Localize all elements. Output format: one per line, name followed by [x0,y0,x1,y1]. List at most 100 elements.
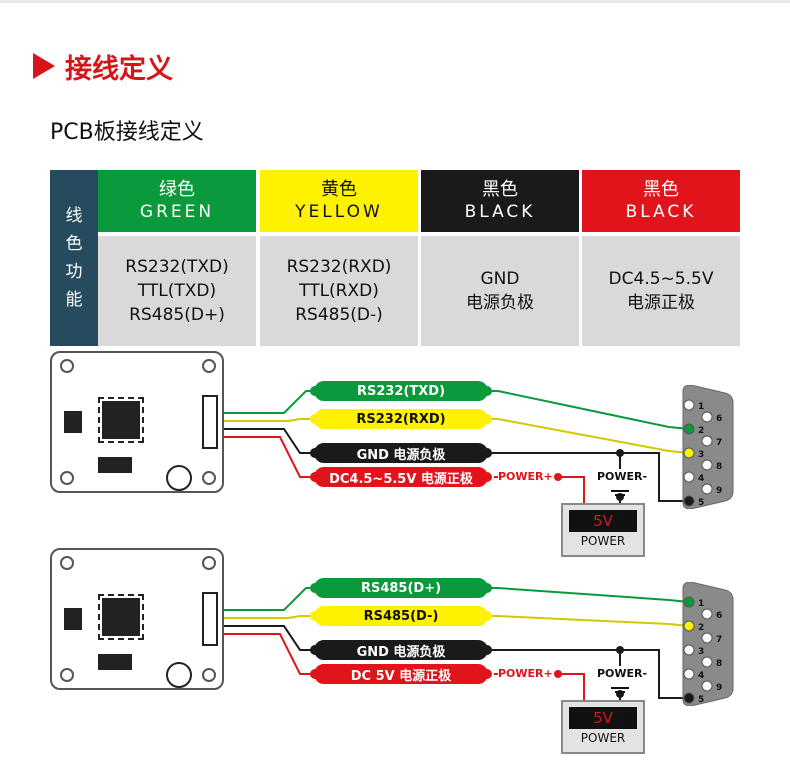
db9-pin-number: 9 [716,486,722,496]
wire-label-red: DC4.5~5.5V 电源正极 [310,467,492,487]
ground-symbol-icon [611,687,629,689]
db9-pin-number: 7 [716,438,722,448]
db9-pin-icon [701,680,713,692]
pcb-board [50,351,224,493]
mount-hole-icon [202,359,216,373]
db9-pin-number: 1 [698,402,704,412]
wire-label-yellow: RS232(RXD) [310,409,492,429]
wire-dot-icon [482,386,492,396]
side-label-char: 线 [65,206,83,226]
db9-pin-icon [701,435,713,447]
power-supply: 5V POWER [561,700,645,754]
db9-pin-icon [683,668,695,680]
wire-dot-icon [310,611,320,621]
section-title-text: 接线定义 [65,53,173,85]
power-minus-label: POWER- [597,667,648,680]
junction-dot-icon [554,473,562,481]
function-line: RS232(RXD) [286,257,392,277]
wire-label-text: GND 电源负极 [356,644,446,660]
db9-pin-number: 5 [698,498,704,508]
header-cn: 黑色 [482,179,518,200]
power-supply: 5V POWER [561,503,645,557]
wire-label-black: GND 电源负极 [310,640,492,660]
db9-pin-icon [701,656,713,668]
red-wire [216,633,314,675]
buzzer-icon [166,662,192,688]
wire-dot-icon [482,583,492,593]
db9-pin-icon [701,483,713,495]
header-cn: 绿色 [159,179,195,200]
buzzer-icon [166,465,192,491]
subtitle: PCB板接线定义 [50,120,204,145]
connector-icon [202,592,218,646]
db9-pin-icon [701,459,713,471]
top-divider [0,0,790,3]
function-line: RS232(TXD) [125,257,229,277]
db9-pin-number: 9 [716,683,722,693]
side-label-char: 色 [65,234,83,254]
mount-hole-icon [202,668,216,682]
wire-label-yellow: RS485(D-) [310,606,492,626]
column-header-yellow: 黄色 YELLOW [260,170,418,232]
wire-label-text: RS485(D+) [360,580,442,596]
component-icon [98,654,132,670]
db9-shell [682,385,734,509]
column-body-red: DC4.5~5.5V 电源正极 [582,236,740,346]
wire-dot-icon [482,611,492,621]
power-plus-label: POWER+ [498,470,553,483]
db9-pin-number: 6 [716,611,722,621]
db9-pin-icon [683,423,695,435]
db9-pin-number: 3 [698,450,704,460]
db9-pin-number: 2 [698,426,704,436]
header-en: BLACK [464,202,536,222]
section-title: 接线定义 [33,48,173,85]
column-header-green: 绿色 GREEN [98,170,256,232]
component-icon [64,411,82,433]
column-body-yellow: RS232(RXD) TTL(RXD) RS485(D-) [260,236,418,346]
db9-pin-icon [701,632,713,644]
db9-pin-icon [683,471,695,483]
power-minus-label: POWER- [597,470,648,483]
wire-label-text: DC4.5~5.5V 电源正极 [329,471,473,487]
wire-label-text: DC 5V 电源正极 [350,668,452,684]
wire-dot-icon [482,414,492,424]
db9-pin-icon [683,644,695,656]
wire-label-text: RS485(D-) [363,608,439,624]
db9-pin-number: 5 [698,695,704,705]
ground-symbol-icon [615,691,625,693]
wire-dot-icon [310,448,320,458]
db9-pin-icon [683,620,695,632]
chip-icon [98,397,144,443]
header-en: YELLOW [295,202,383,222]
mount-hole-icon [202,471,216,485]
ground-symbol-icon [615,494,625,496]
header-en: BLACK [625,202,697,222]
db9-pin-number: 3 [698,647,704,657]
mount-hole-icon [60,471,74,485]
db9-pin-icon [683,596,695,608]
db9-pin-icon [683,399,695,411]
db9-shell [682,582,734,706]
db9-pin-icon [683,495,695,507]
function-line: TTL(TXD) [137,281,217,301]
db9-pin-icon [683,692,695,704]
connector-icon [202,395,218,449]
function-line: TTL(RXD) [299,281,379,301]
wire-label-black: GND 电源负极 [310,443,492,463]
column-body-green: RS232(TXD) TTL(TXD) RS485(D+) [98,236,256,346]
side-label: 线 色 功 能 [50,170,98,346]
db9-pin-number: 4 [698,474,704,484]
db9-pin-number: 8 [716,659,722,669]
db9-pin-icon [701,411,713,423]
wire-label-green: RS232(TXD) [310,381,492,401]
mount-hole-icon [60,556,74,570]
side-label-char: 能 [65,290,83,310]
chip-icon [98,594,144,640]
psu-display: 5V [569,707,637,729]
side-label-char: 功 [65,262,83,282]
wire-dot-icon [482,448,492,458]
function-line: GND [480,269,520,289]
